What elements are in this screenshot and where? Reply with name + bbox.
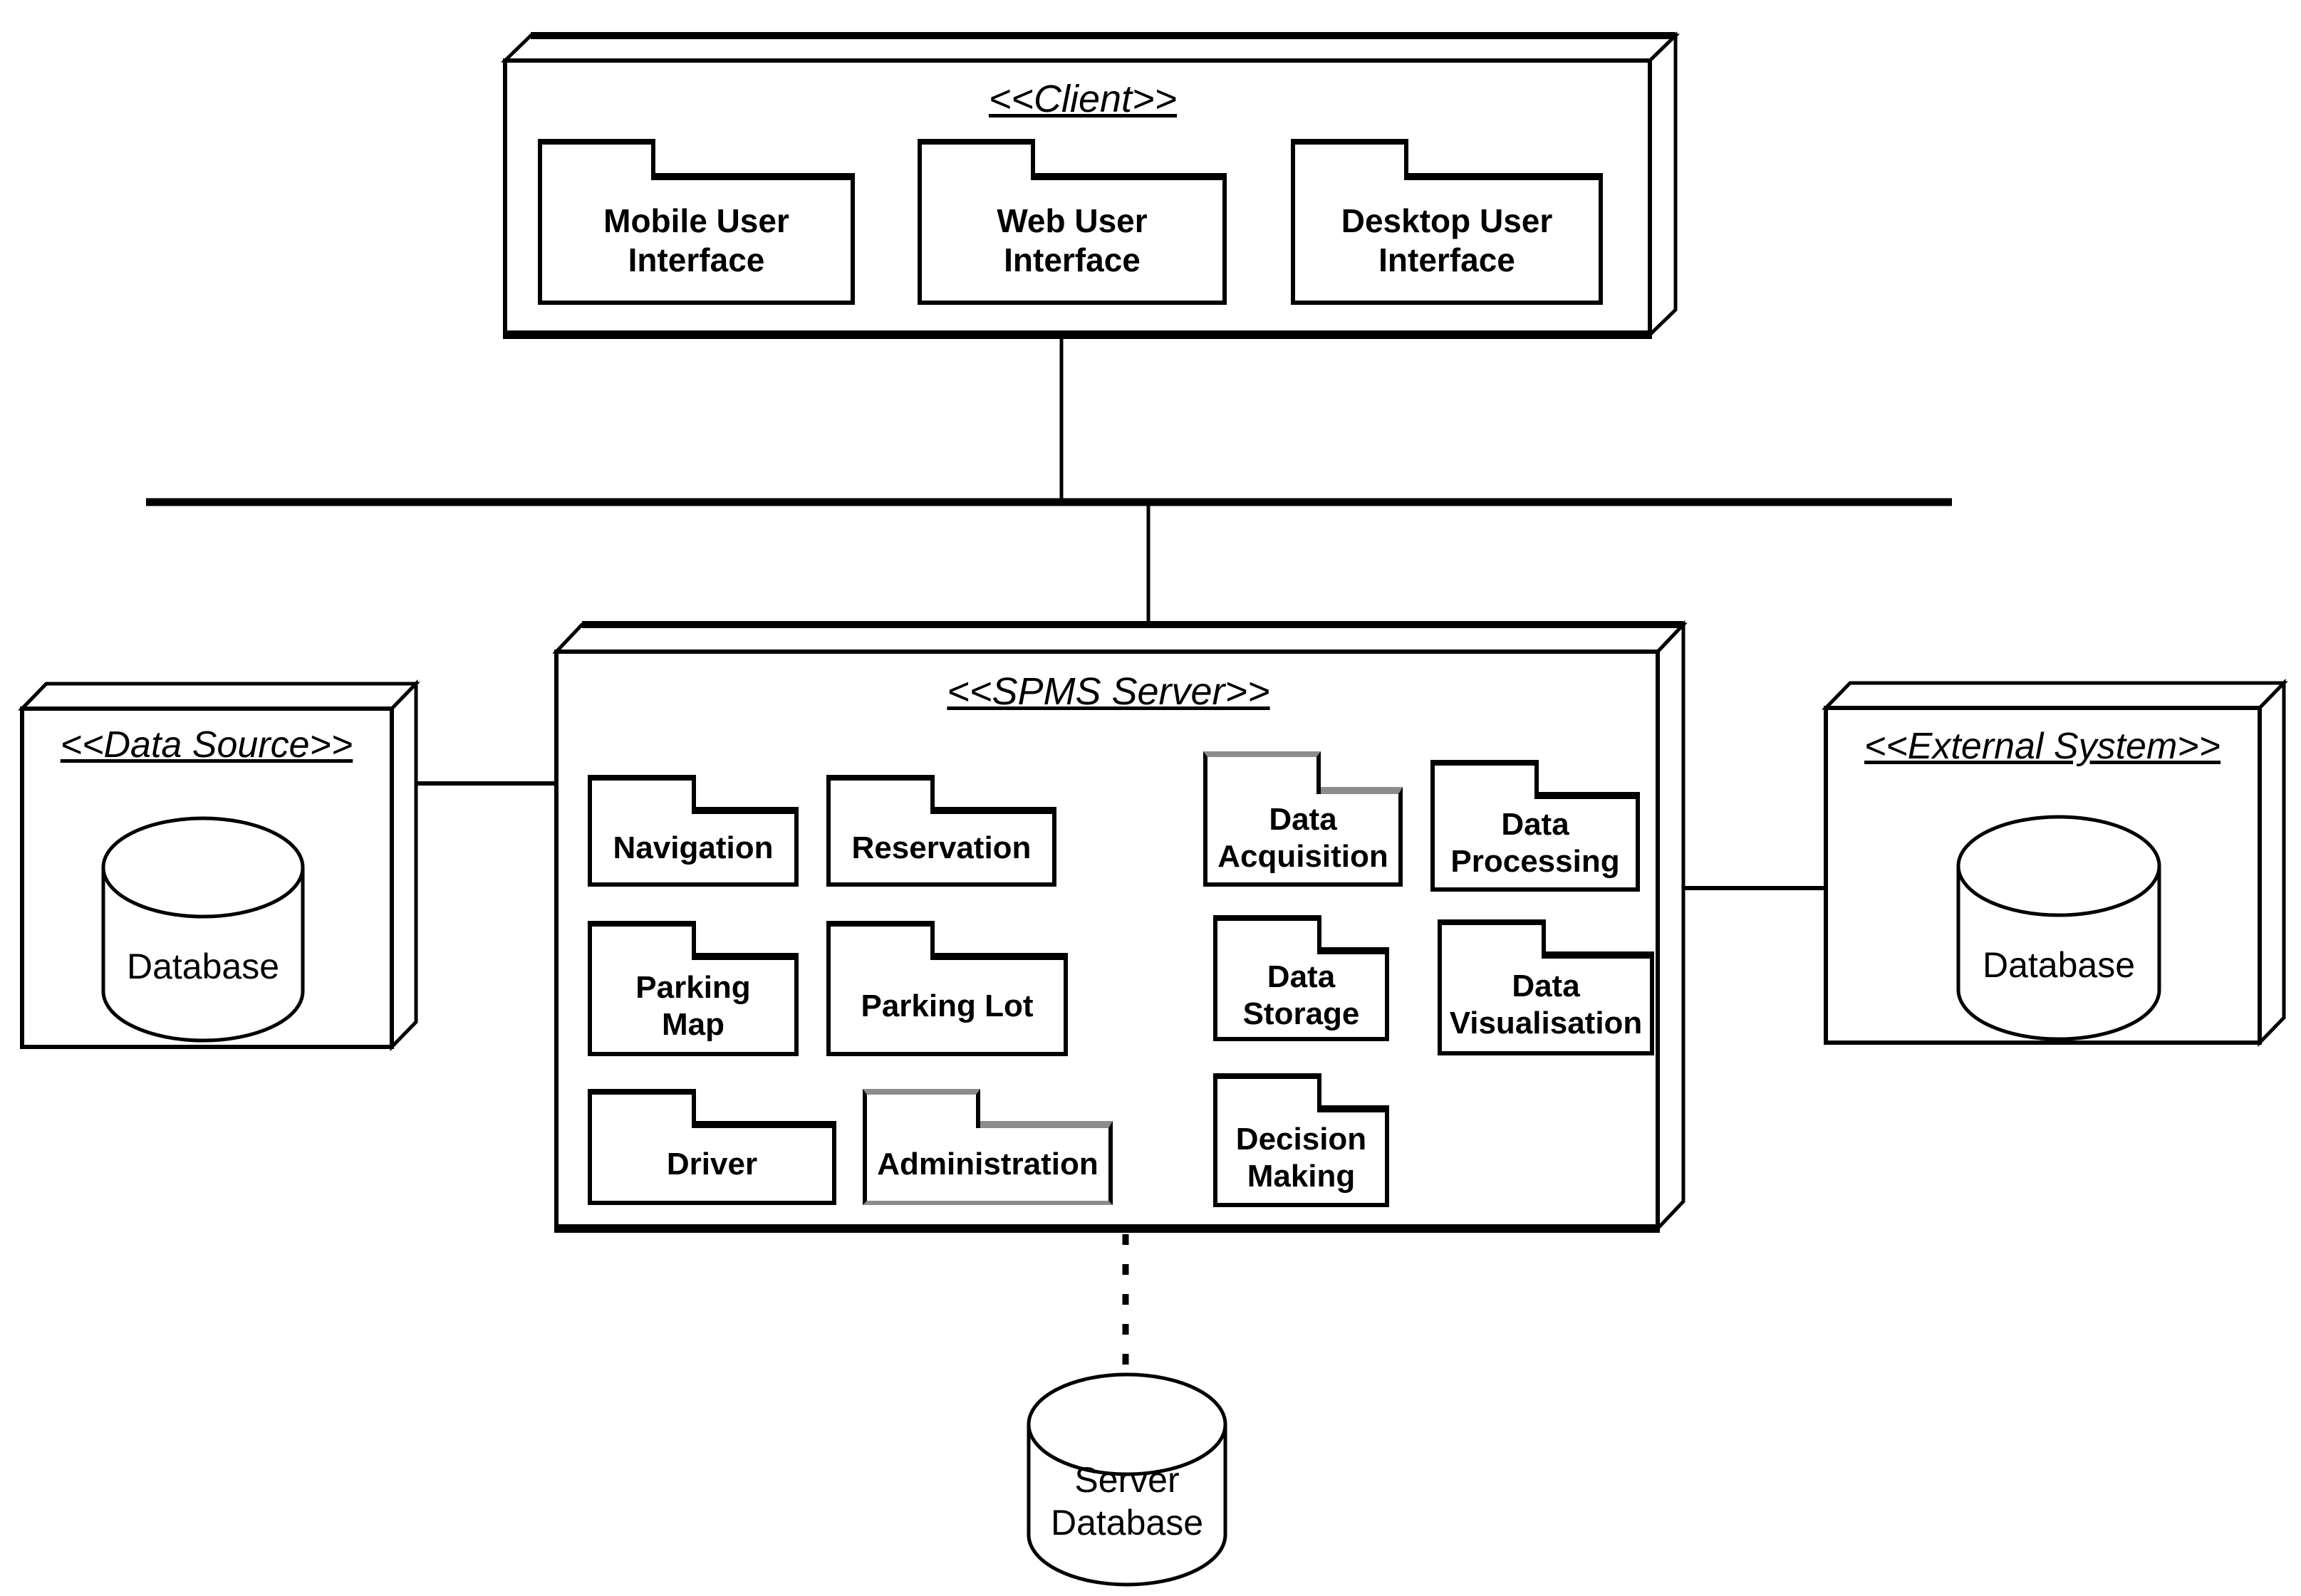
package-web-user-interface: Web User Interface xyxy=(918,139,1227,305)
package-label: Mobile User Interface xyxy=(603,202,789,278)
data-source-database-label: Database xyxy=(126,946,280,986)
package-label: Data Processing xyxy=(1450,807,1620,879)
package-data-acquisition: Data Acquisition xyxy=(1203,751,1403,887)
package-data-processing: Data Processing xyxy=(1430,760,1640,892)
external-system-database-label: Database xyxy=(1982,945,2136,985)
package-driver: Driver xyxy=(588,1089,836,1205)
data-source-database-cylinder xyxy=(101,816,305,1043)
package-label: Administration xyxy=(877,1147,1098,1182)
package-administration: Administration xyxy=(863,1089,1113,1205)
package-label: Data Visualisation xyxy=(1449,969,1643,1040)
package-reservation: Reservation xyxy=(826,775,1056,887)
package-label: Data Acquisition xyxy=(1217,802,1388,874)
server-database-label: Server Database xyxy=(1050,1460,1204,1543)
package-label: Web User Interface xyxy=(997,202,1148,278)
client-node-label: <<Client>> xyxy=(988,78,1178,120)
package-label: Data Storage xyxy=(1242,959,1360,1031)
external-system-database-cylinder xyxy=(1956,815,2161,1041)
package-data-storage: Data Storage xyxy=(1213,915,1389,1041)
package-navigation: Navigation xyxy=(588,775,799,887)
package-parking-lot: Parking Lot xyxy=(826,921,1068,1056)
package-label: Parking Map xyxy=(635,969,751,1042)
package-label: Navigation xyxy=(613,830,774,866)
package-label: Parking Lot xyxy=(861,988,1034,1023)
package-data-visualisation: Data Visualisation xyxy=(1438,919,1654,1055)
package-label: Desktop User Interface xyxy=(1341,202,1553,278)
package-parking-map: Parking Map xyxy=(588,921,799,1056)
external-system-node-label: <<External System>> xyxy=(1864,726,2221,767)
package-label: Driver xyxy=(666,1147,758,1182)
server-database-cylinder xyxy=(1027,1372,1227,1587)
data-source-node-label: <<Data Source>> xyxy=(60,724,353,766)
spms-server-node-label: <<SPMS Server>> xyxy=(947,670,1270,713)
package-desktop-user-interface: Desktop User Interface xyxy=(1291,139,1603,305)
package-mobile-user-interface: Mobile User Interface xyxy=(538,139,855,305)
package-label: Decision Making xyxy=(1235,1121,1367,1194)
package-decision-making: Decision Making xyxy=(1213,1073,1389,1207)
package-label: Reservation xyxy=(851,830,1032,866)
